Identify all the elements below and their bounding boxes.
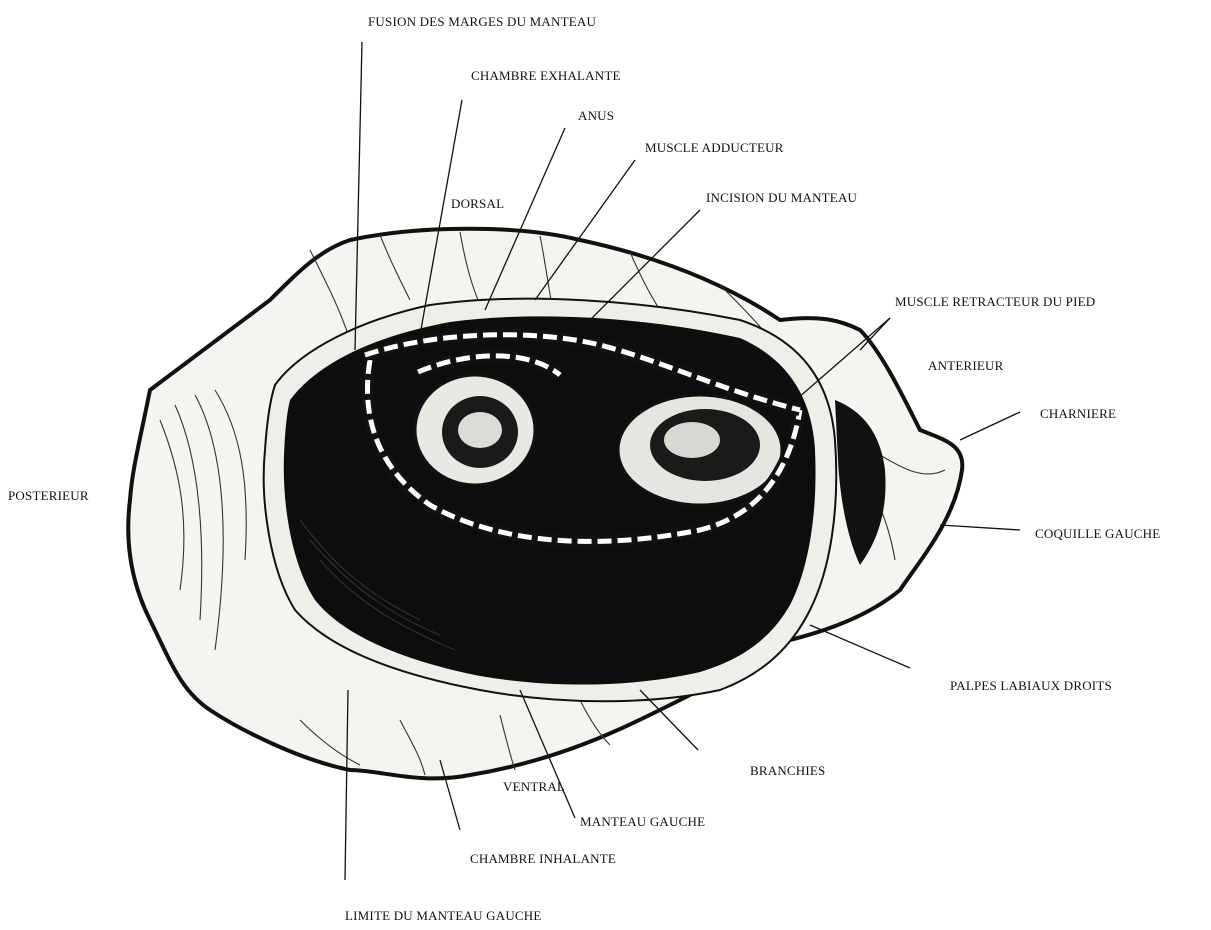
- label-muscle-adducteur: MUSCLE ADDUCTEUR: [645, 140, 784, 155]
- label-chambre-exhalante: CHAMBRE EXHALANTE: [471, 68, 621, 83]
- label-anterieur: ANTERIEUR: [928, 358, 1004, 373]
- label-dorsal: DORSAL: [451, 196, 504, 211]
- label-charniere: CHARNIERE: [1040, 406, 1116, 421]
- label-muscle-retracteur: MUSCLE RETRACTEUR DU PIED: [895, 294, 1095, 309]
- label-ventral: VENTRAL: [503, 779, 565, 794]
- label-limite: LIMITE DU MANTEAU GAUCHE: [345, 908, 542, 923]
- label-fusion: FUSION DES MARGES DU MANTEAU: [368, 14, 596, 29]
- label-incision: INCISION DU MANTEAU: [706, 190, 858, 205]
- label-coquille-gauche: COQUILLE GAUCHE: [1035, 526, 1160, 541]
- label-manteau-gauche: MANTEAU GAUCHE: [580, 814, 705, 829]
- label-anus: ANUS: [578, 108, 614, 123]
- label-branchies: BRANCHIES: [750, 763, 825, 778]
- label-posterieur: POSTERIEUR: [8, 488, 89, 503]
- label-palpes: PALPES LABIAUX DROITS: [950, 678, 1112, 693]
- label-chambre-inhalante: CHAMBRE INHALANTE: [470, 851, 616, 866]
